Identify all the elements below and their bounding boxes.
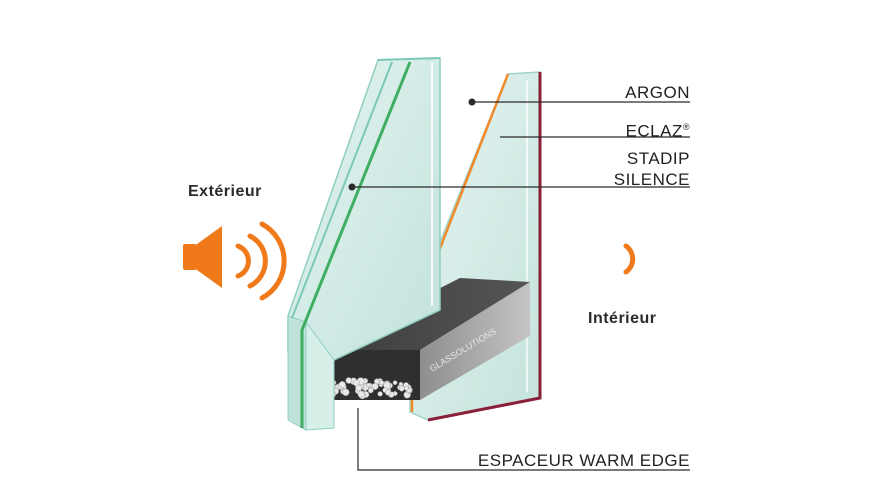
speaker-loud-icon (183, 221, 287, 301)
desiccant-bead (379, 380, 385, 386)
desiccant-bead (366, 382, 371, 388)
leader-lines (348, 98, 690, 471)
stadip-label-line1: STADIP (626, 149, 690, 168)
spacer-leader (357, 408, 690, 471)
desiccant-bead (374, 378, 380, 385)
spacer-label: ESPACEUR WARM EDGE (477, 451, 690, 470)
bordeaux-frame-edge (427, 72, 542, 422)
desiccant-bead (377, 391, 383, 397)
desiccant-bead (385, 389, 392, 396)
desiccant-bead (352, 379, 360, 387)
desiccant-bead (338, 381, 346, 389)
exterior-label: Extérieur (188, 183, 262, 200)
stadip-dot (348, 183, 356, 191)
sound-wave-quiet-icon (623, 243, 636, 275)
eclaz-label: ECLAZ® (626, 117, 690, 142)
desiccant-bead (357, 390, 365, 398)
eclaz-registered-mark: ® (682, 122, 690, 132)
stadip-silence-label: STADIP SILENCE (614, 148, 690, 190)
eclaz-label-text: ECLAZ (625, 121, 683, 141)
interior-label: Intérieur (588, 310, 657, 327)
desiccant-bead (342, 388, 350, 396)
argon-label: ARGON (625, 83, 690, 102)
desiccant-bead (398, 381, 404, 387)
exterior-laminated-pane (287, 57, 441, 431)
stadip-label-line2: SILENCE (613, 170, 690, 189)
desiccant-bead (367, 387, 374, 394)
desiccant-bead (392, 380, 398, 386)
desiccant-bead (398, 385, 405, 392)
desiccant-bead (404, 385, 409, 391)
stadip-silence-film (300, 61, 412, 428)
desiccant-bead (345, 377, 353, 384)
argon-dot (468, 98, 476, 106)
